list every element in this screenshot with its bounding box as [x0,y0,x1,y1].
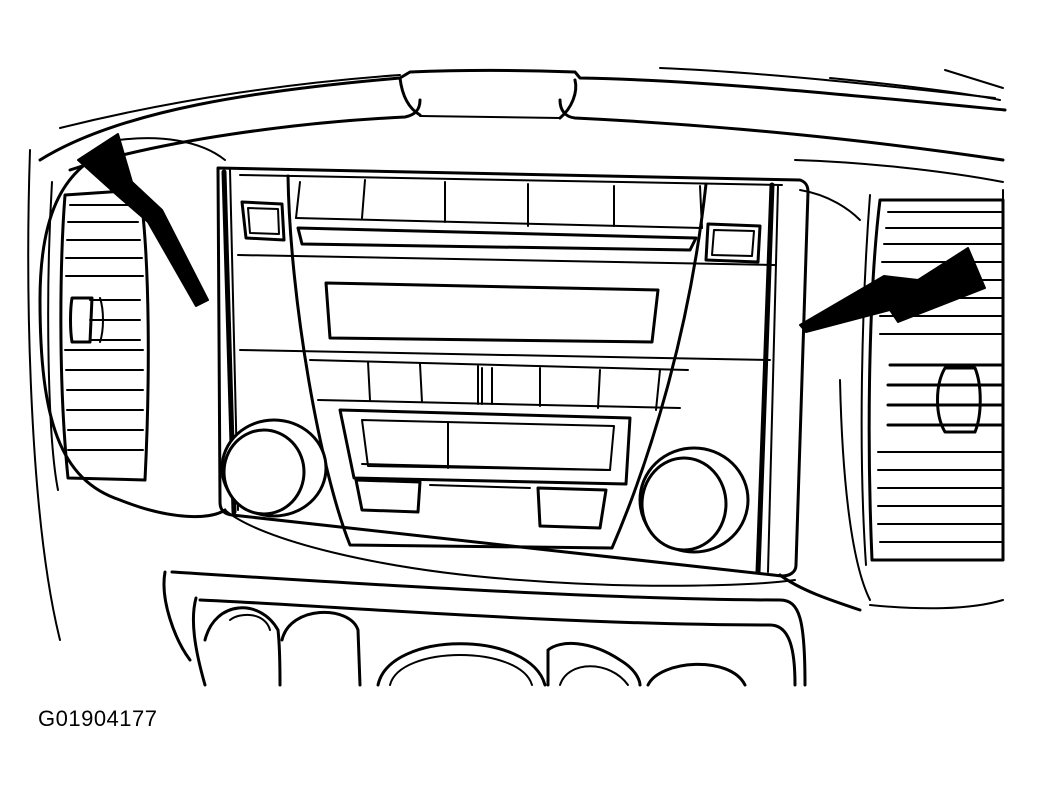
lower-console [162,570,807,687]
bezel-buttons [240,200,762,264]
radio-bezel [216,166,810,578]
right-air-vent [860,194,1005,566]
right-knob [638,446,750,554]
left-knob [220,418,328,518]
left-arrow [77,133,209,307]
radio-faceplate [286,174,708,550]
right-arrow [799,247,986,333]
left-air-vent [47,181,150,491]
figure-id-label: G01904177 [38,706,158,731]
dashboard-outline [27,67,1007,641]
